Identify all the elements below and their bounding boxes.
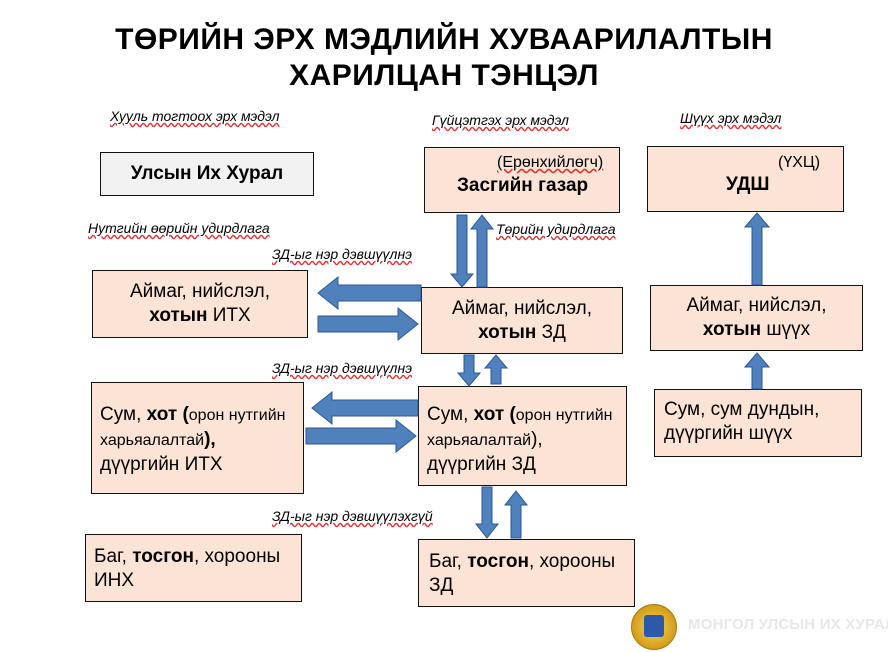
title-line-1: ТӨРИЙН ЭРХ МЭДЛИЙН ХУВААРИЛАЛТЫН <box>115 23 773 56</box>
local-self-gov-label: Нутгийн өөрийн удирдлага <box>88 220 270 236</box>
arrow-down-gov-to-aimag <box>449 214 475 288</box>
aimag-itx-line1: Аймаг, нийслэл, <box>129 281 271 302</box>
sum-itx-line3: дүүргийн ИТХ <box>100 454 223 475</box>
bag-zd-a: Баг, <box>429 551 468 572</box>
aimag-zd-box: Аймаг, нийслэл, хотын ЗД <box>421 287 623 354</box>
aimag-zd-bold: хотын <box>478 321 537 343</box>
supreme-court-box: (ҮХЦ) УДШ <box>647 146 844 212</box>
parliament-text: Улсын Их Хурал <box>130 163 284 184</box>
sum-zd-box: Сум, хот (орон нутгийн харьяалалтай), дү… <box>418 386 627 486</box>
parliament-box: Улсын Их Хурал <box>100 152 314 196</box>
sum-court-line2: дүүргийн шүүх <box>664 423 793 444</box>
arrow-up-bag-to-sum <box>503 490 529 539</box>
delegate-label-3: ЗД-ыг нэр дэвшүүлэхгүй <box>272 508 433 524</box>
aimag-court-rest: шүүх <box>761 319 811 340</box>
emblem-shield-icon <box>644 615 664 637</box>
arrow-up-sum-court-to-aimag-court <box>743 352 771 390</box>
sum-zd-small: орон нутгийн харьяалалтай <box>427 407 613 449</box>
aimag-itx-rest: ИТХ <box>207 305 251 326</box>
bag-zd-line2: ЗД <box>429 575 454 596</box>
supreme-court-text: УДШ <box>726 174 770 195</box>
legislative-label: Хууль тогтоох эрх мэдэл <box>110 108 280 124</box>
aimag-itx-box: Аймаг, нийслэл, хотын ИТХ <box>92 270 308 338</box>
government-text: Засгийн газар <box>457 175 589 196</box>
arrow-left-aimag-zd-to-itx <box>317 275 422 311</box>
sum-court-line1: Сум, сум дундын, <box>664 399 820 420</box>
state-admin-label: Төрийн удирдлага <box>496 221 616 237</box>
aimag-itx-bold: хотын <box>149 305 208 326</box>
state-emblem-icon <box>631 604 677 650</box>
judicial-label: Шүүх эрх мэдэл <box>680 110 782 126</box>
sum-zd-a: Сум, <box>427 404 474 425</box>
court-note: (ҮХЦ) <box>778 154 821 171</box>
aimag-court-box: Аймаг, нийслэл, хотын шүүх <box>650 285 863 351</box>
arrow-down-aimag-to-sum <box>456 354 482 387</box>
sum-court-box: Сум, сум дундын, дүүргийн шүүх <box>654 389 862 457</box>
delegate-label-1: ЗД-ыг нэр дэвшүүлнэ <box>272 246 413 262</box>
bag-inx-line2: ИНХ <box>94 570 135 591</box>
bag-zd-bold: тосгон <box>467 551 529 572</box>
aimag-zd-line1: Аймаг, нийслэл, <box>451 297 593 319</box>
page-title: ТӨРИЙН ЭРХ МЭДЛИЙН ХУВААРИЛАЛТЫН ХАРИЛЦА… <box>0 22 888 94</box>
bag-inx-c: , хорооны <box>193 546 281 567</box>
arrow-right-sum-itx-to-zd <box>305 418 417 454</box>
government-note: (Ерөнхийлөгч) <box>497 154 604 171</box>
government-box: (Ерөнхийлөгч) Засгийн газар <box>424 147 620 213</box>
arrow-left-sum-zd-to-itx <box>311 390 419 426</box>
bag-zd-c: , хорооны <box>528 551 616 572</box>
sum-itx-close: ), <box>204 429 216 450</box>
arrow-up-sum-to-aimag <box>483 354 509 385</box>
executive-label: Гүйцэтгэх эрх мэдэл <box>432 112 569 128</box>
sum-itx-small: орон нутгийн харьяалалтай <box>100 407 286 449</box>
sum-zd-bold: хот ( <box>473 404 516 425</box>
bag-zd-box: Баг, тосгон, хорооны ЗД <box>418 539 635 607</box>
sum-zd-line3: дүүргийн ЗД <box>427 454 536 475</box>
footer-text: МОНГОЛ УЛСЫН ИХ ХУРАЛ <box>688 616 888 633</box>
bag-inx-a: Баг, <box>94 546 133 567</box>
sum-itx-a: Сум, <box>100 404 147 425</box>
arrow-right-aimag-itx-to-zd <box>317 306 419 342</box>
bag-inx-box: Баг, тосгон, хорооны ИНХ <box>85 534 302 602</box>
sum-itx-bold: хот ( <box>146 404 189 425</box>
sum-itx-box: Сум, хот (орон нутгийн харьяалалтай), дү… <box>91 382 304 494</box>
bag-inx-bold: тосгон <box>132 546 194 567</box>
sum-zd-close: ), <box>531 429 543 450</box>
aimag-court-line1: Аймаг, нийслэл, <box>686 295 827 316</box>
arrow-up-aimag-to-gov <box>469 214 495 288</box>
title-line-2: ХАРИЛЦАН ТЭНЦЭЛ <box>289 59 599 92</box>
delegate-label-2: ЗД-ыг нэр дэвшүүлнэ <box>272 360 413 376</box>
aimag-court-bold: хотын <box>702 319 762 340</box>
arrow-up-aimag-court-to-supreme <box>743 212 771 286</box>
arrow-down-sum-to-bag <box>474 486 500 539</box>
aimag-zd-rest: ЗД <box>536 321 566 343</box>
